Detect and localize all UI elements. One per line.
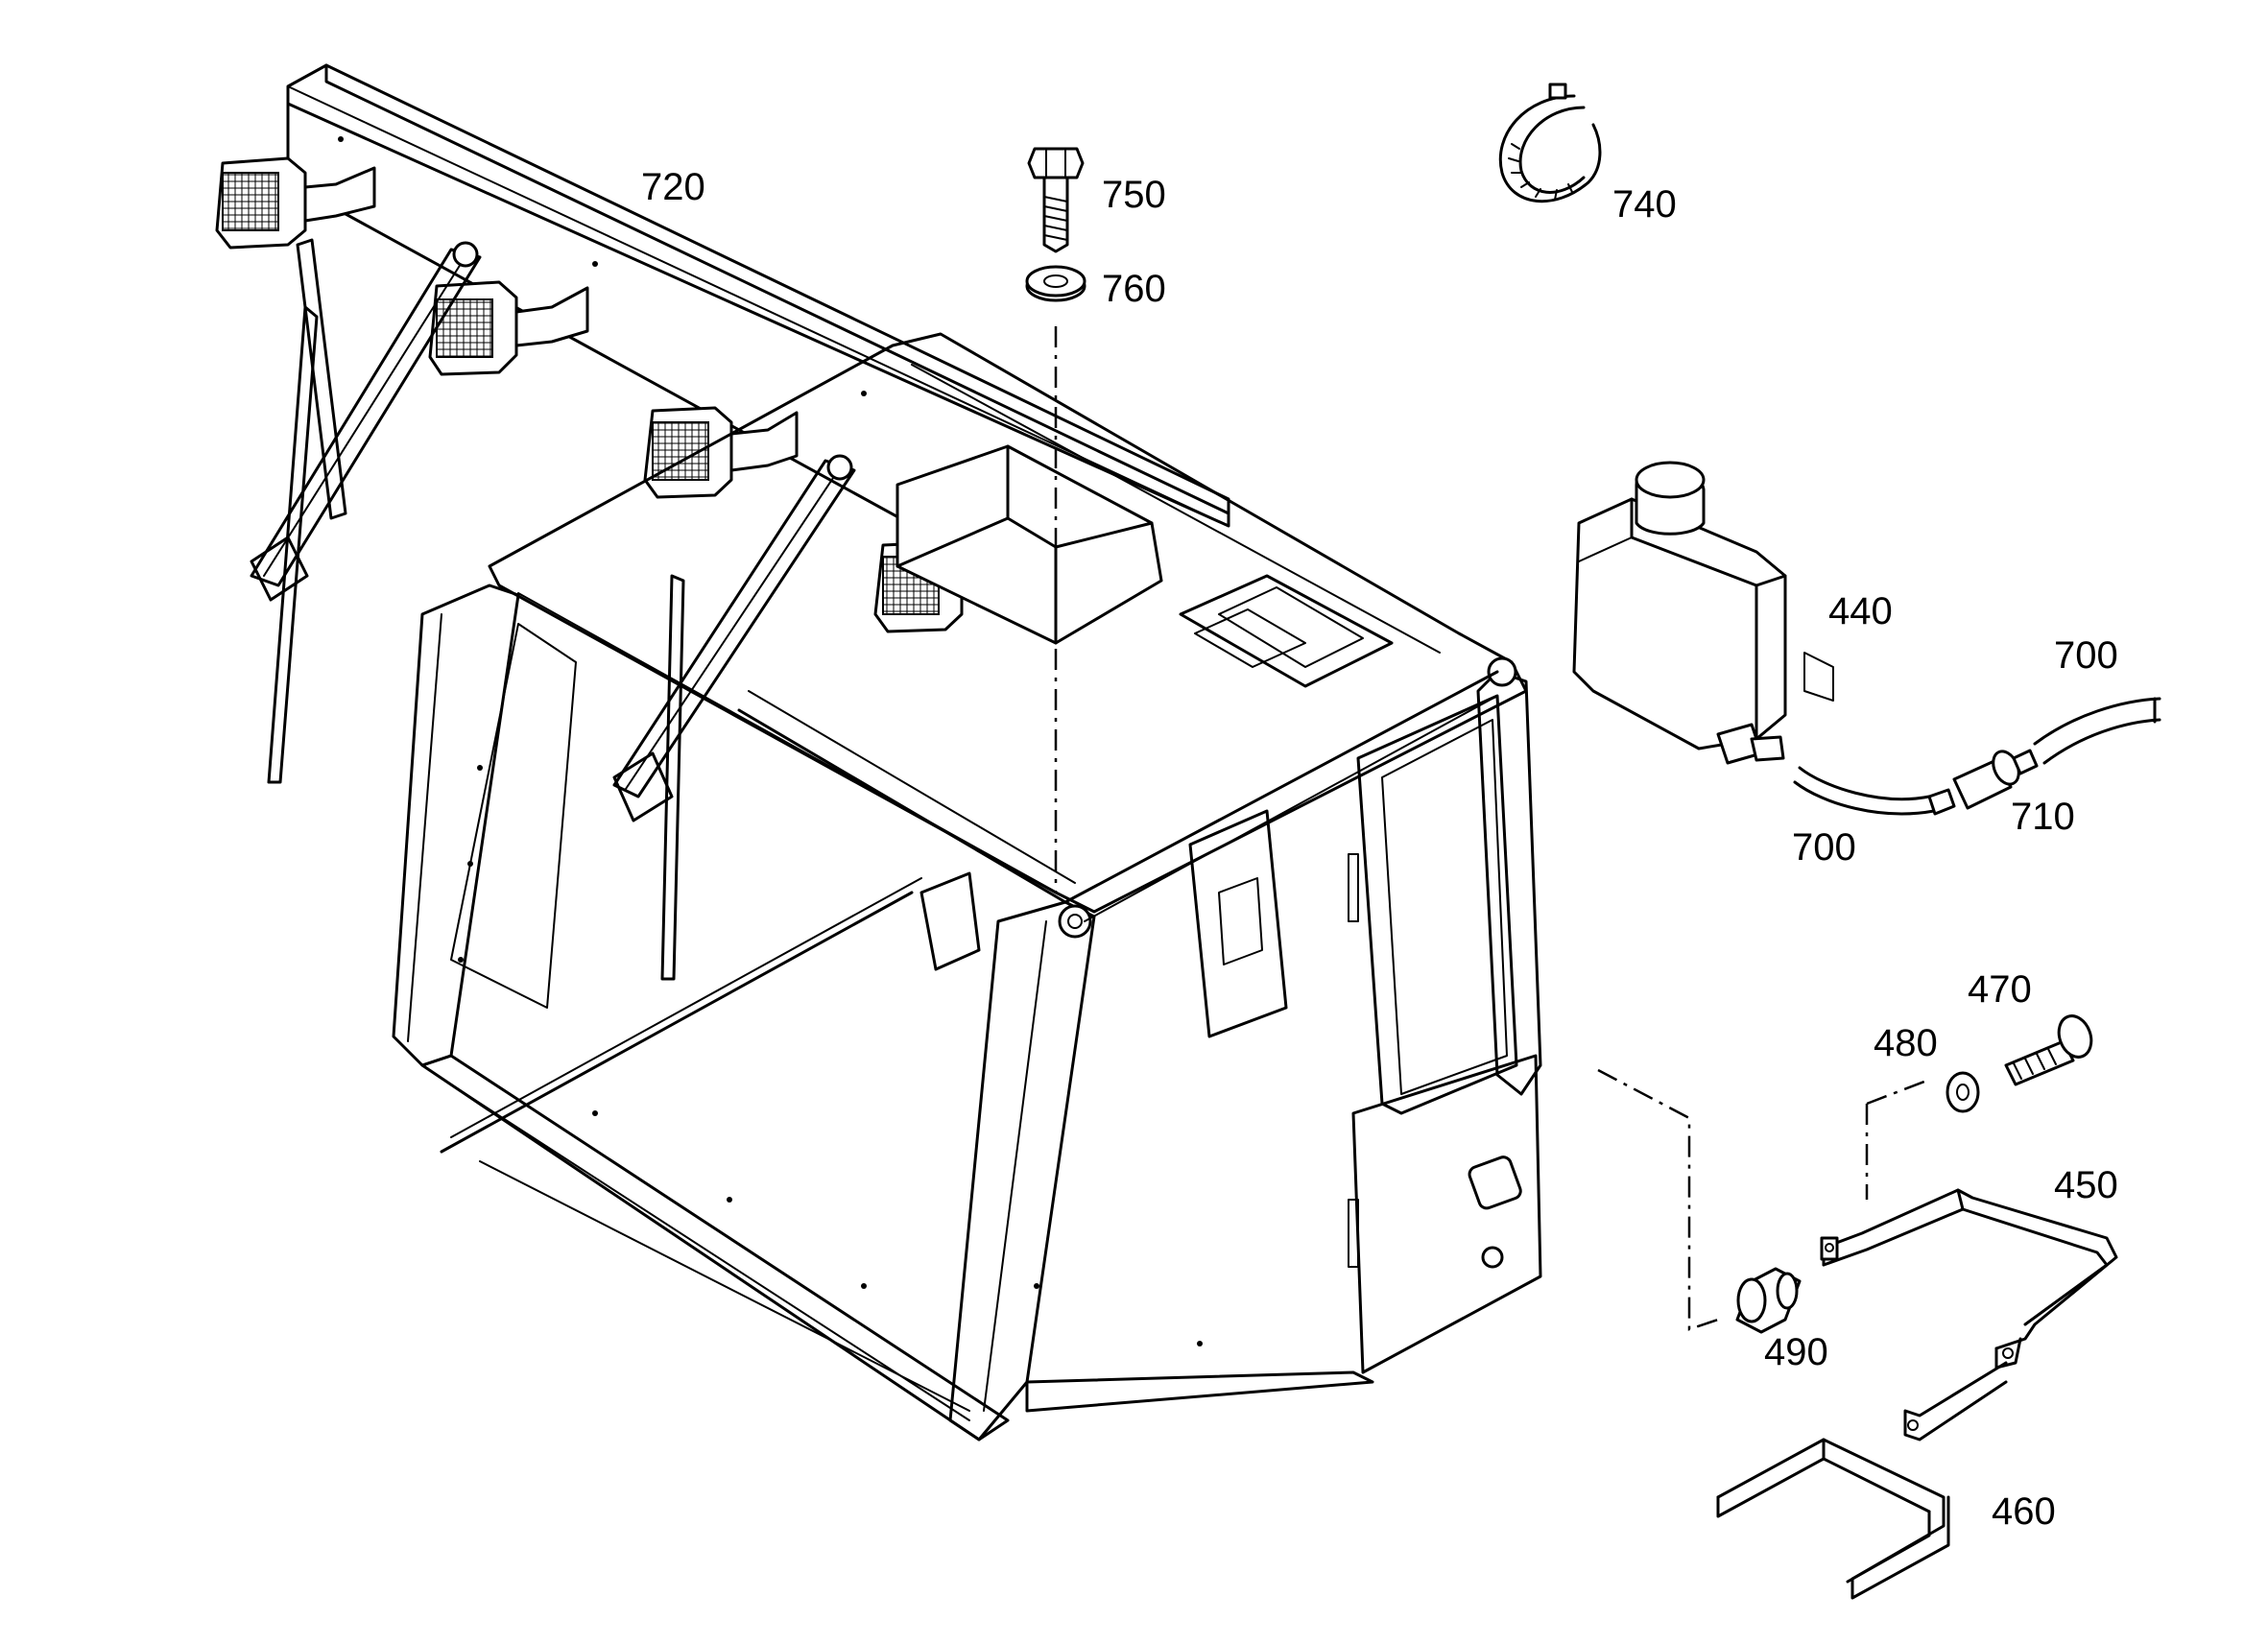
screw-470	[2004, 1014, 2093, 1086]
callout-760: 760	[1102, 268, 1166, 310]
callout-740: 740	[1612, 183, 1677, 226]
callout-700-lower: 700	[1792, 826, 1856, 869]
hose-clamp-740	[1498, 83, 1602, 203]
washer-hose-700-lower	[1793, 766, 1936, 816]
washer-480	[1946, 1071, 1980, 1113]
washer-reservoir-440	[1572, 461, 1834, 765]
cab-frame	[392, 332, 1542, 1441]
wiper-arm-1	[250, 238, 482, 784]
wiper-arm-2	[612, 454, 856, 981]
work-lamp-3	[643, 406, 799, 499]
callout-440: 440	[1828, 590, 1893, 632]
washer-hose-700-upper	[2033, 697, 2161, 765]
callout-460: 460	[1992, 1490, 2056, 1533]
u-strap-460	[1716, 1438, 1950, 1600]
check-valve-710	[1927, 749, 2039, 816]
bracket-450	[1820, 1188, 2118, 1441]
callout-480: 480	[1874, 1022, 1938, 1064]
callout-700-upper: 700	[2054, 634, 2118, 677]
washer-760	[1025, 265, 1086, 302]
work-lamp-1	[215, 156, 376, 250]
callout-labels: 720 750 760 740 440 700 700 710 470 480 …	[641, 166, 2118, 1533]
work-lamp-2	[428, 280, 589, 376]
grommet-490	[1735, 1267, 1802, 1334]
assembly-centerlines	[1054, 326, 1930, 1331]
callout-750: 750	[1102, 174, 1166, 216]
callout-490: 490	[1764, 1331, 1828, 1373]
callout-720: 720	[641, 166, 705, 208]
callout-470: 470	[1968, 968, 2032, 1011]
bolt-750	[1027, 147, 1085, 253]
callout-450: 450	[2054, 1164, 2118, 1206]
callout-710: 710	[2011, 796, 2075, 838]
